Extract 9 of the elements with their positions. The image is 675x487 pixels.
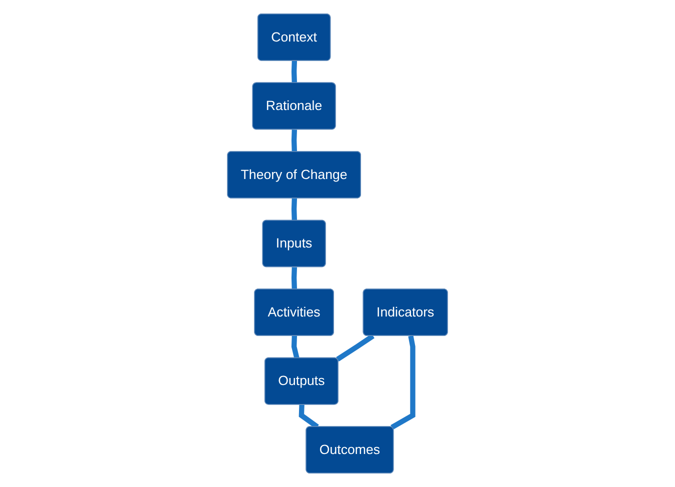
connector — [291, 267, 298, 290]
connector — [298, 404, 319, 429]
connector — [291, 336, 300, 359]
flowchart: Context Rationale Theory of Change Inputs Activities Indicators Outputs Outcomes — [8, 8, 667, 479]
connector — [390, 335, 416, 430]
connector — [291, 60, 298, 84]
connector — [336, 334, 374, 362]
connector — [291, 130, 298, 152]
connector — [291, 198, 298, 221]
